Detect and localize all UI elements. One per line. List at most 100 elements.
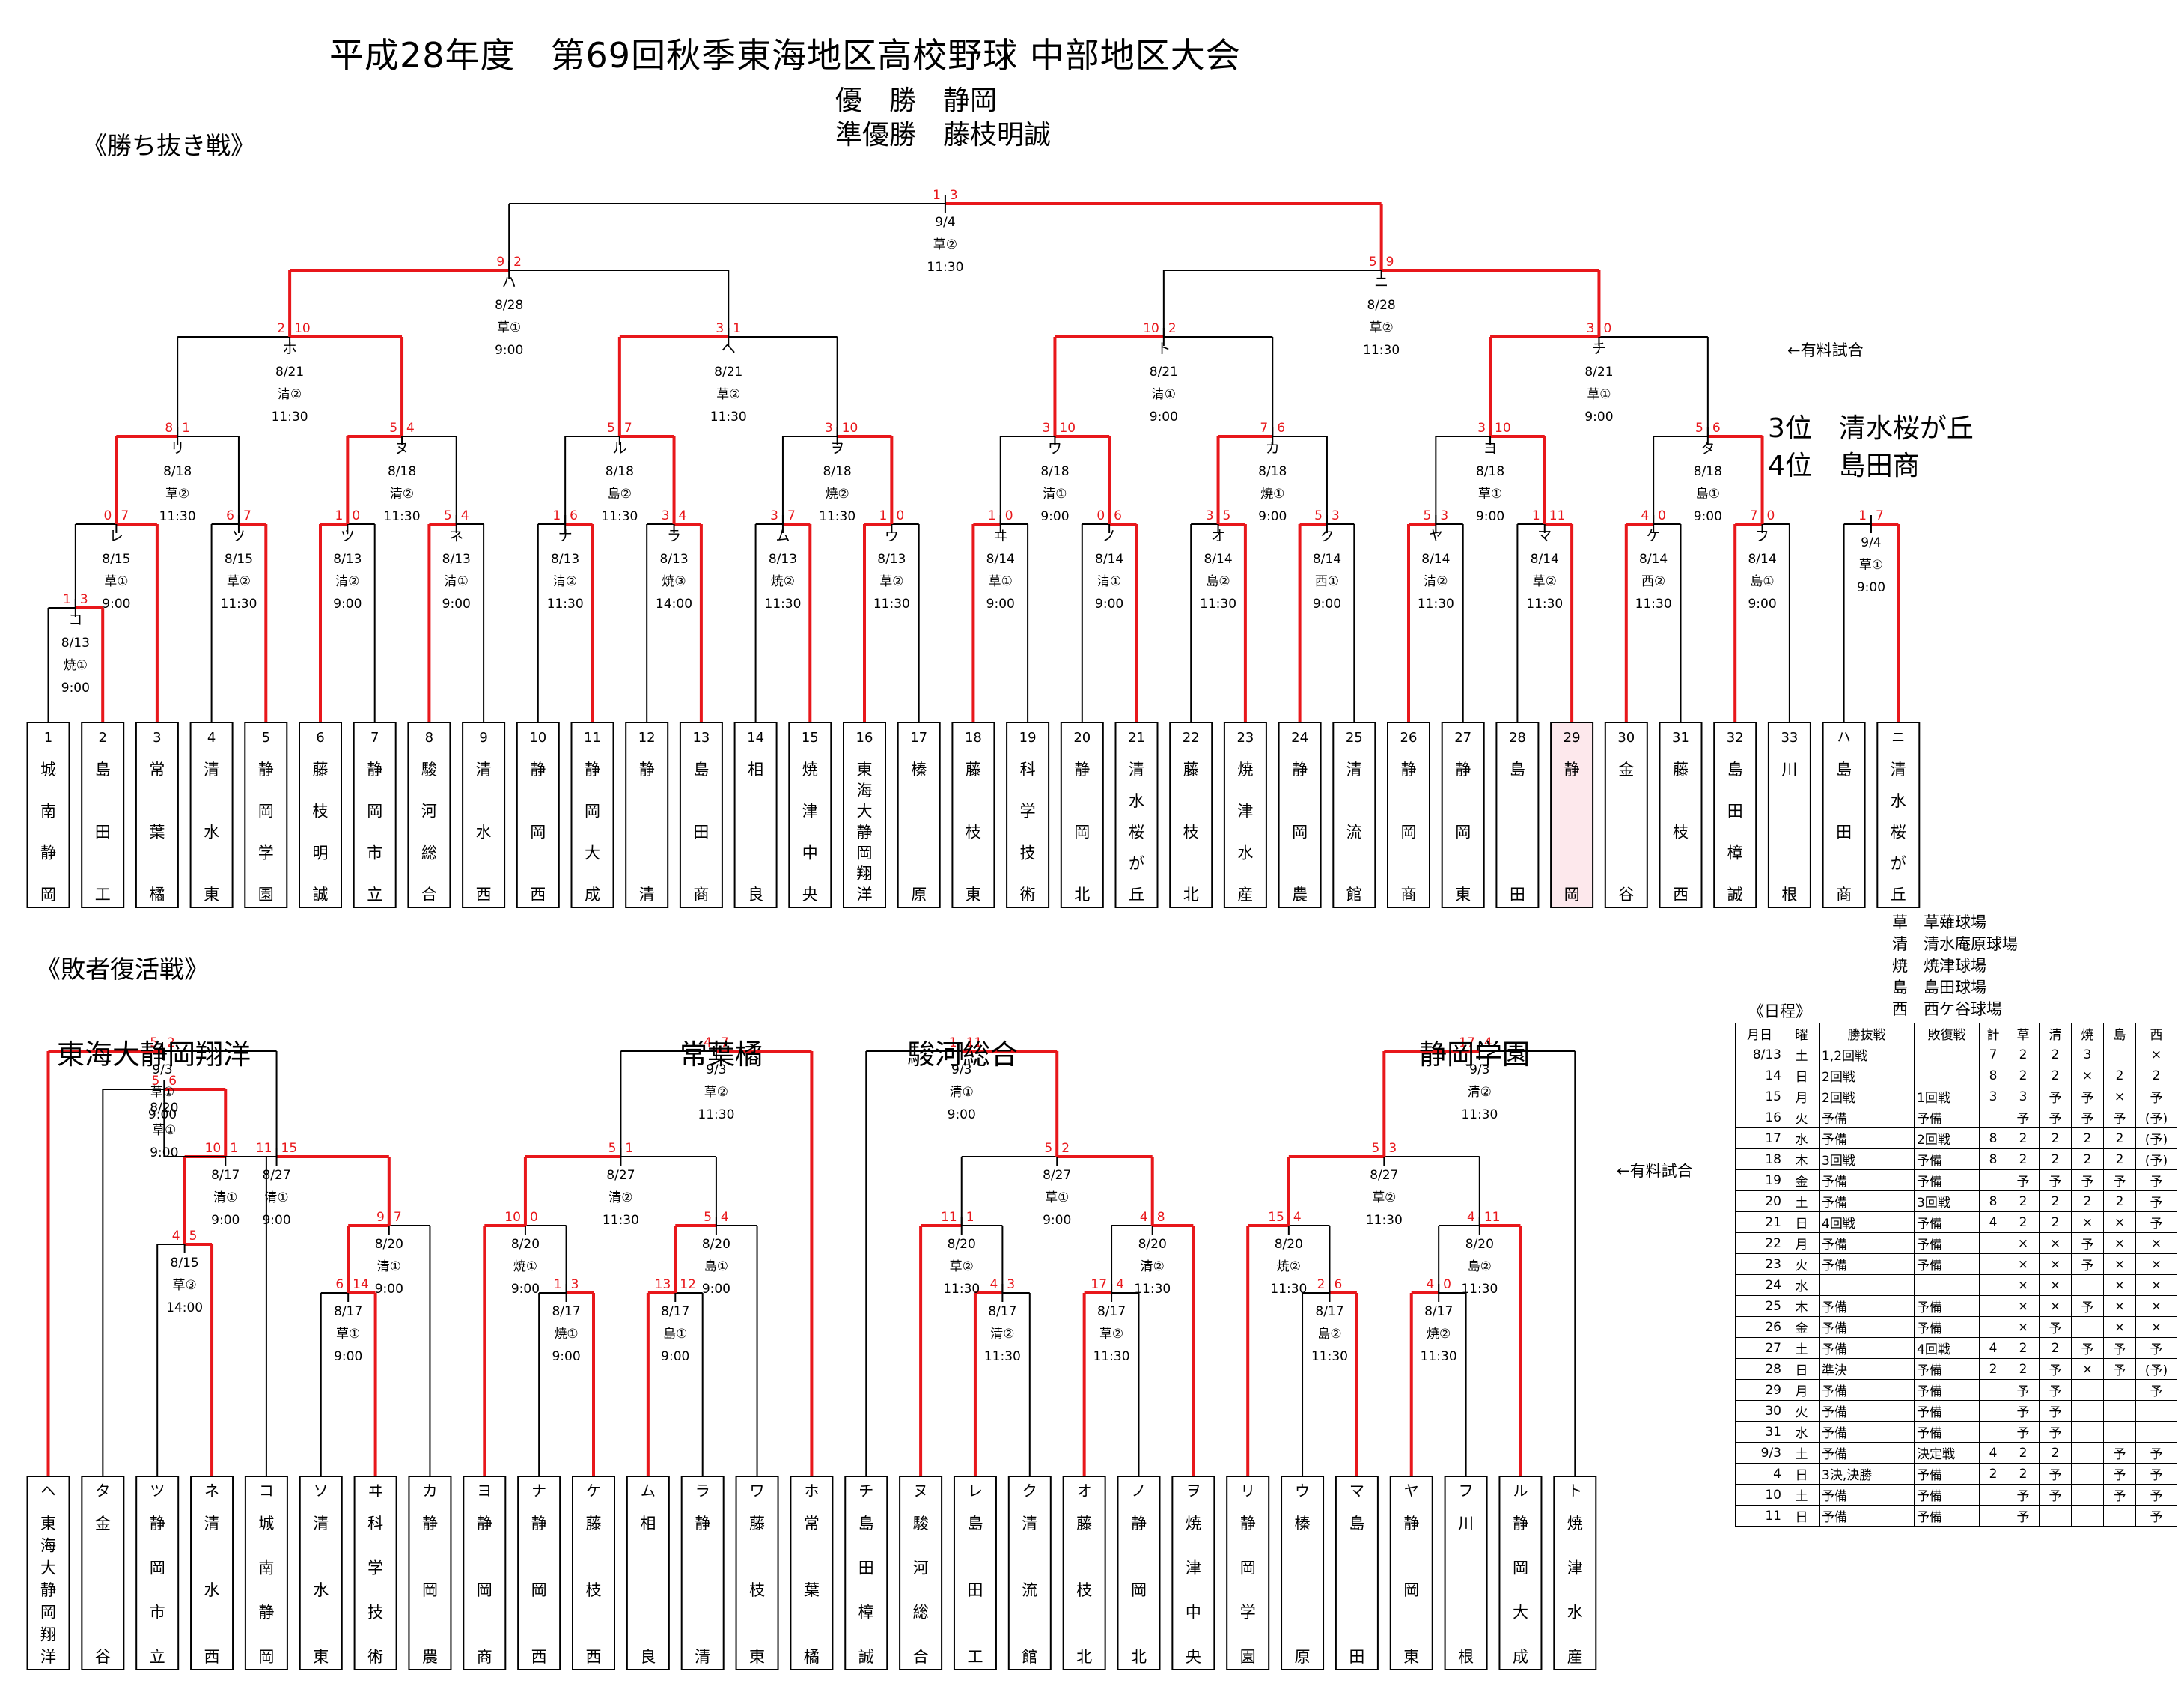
game-id: ニ — [1374, 274, 1388, 290]
team-name-char: 樟 — [1727, 844, 1743, 862]
team-name-char: 枝 — [1183, 824, 1199, 842]
schedule-cell: 4回戦 — [1914, 1337, 1980, 1359]
schedule-cell: 予備 — [1914, 1379, 1980, 1401]
score-right: 1 — [230, 1141, 238, 1156]
game-venue: 清① — [445, 574, 469, 589]
team-box — [572, 1476, 615, 1670]
game-date: 8/17 — [661, 1304, 689, 1319]
team-name-char: 東 — [1403, 1648, 1419, 1666]
team-number: ラ — [695, 1482, 710, 1500]
schedule-cell: 土 — [1784, 1442, 1820, 1464]
team-name-char: 立 — [150, 1648, 165, 1666]
team-number: ハ — [1837, 730, 1851, 746]
team-name-char: 津 — [1186, 1559, 1201, 1577]
schedule-cell: (予) — [2135, 1358, 2177, 1380]
team-name-char: 岡 — [40, 1604, 56, 1622]
schedule-cell: 予備 — [1819, 1127, 1915, 1149]
schedule-cell: × — [2135, 1295, 2177, 1317]
team-name-char: 岡 — [422, 1581, 438, 1599]
schedule-cell: 予 — [2039, 1463, 2072, 1485]
team-name-char: 北 — [1074, 886, 1090, 904]
game-venue: 清② — [390, 487, 414, 502]
game-date: 9/3 — [706, 1062, 726, 1077]
game-id: ツ — [341, 528, 355, 544]
game-time: 9:00 — [1095, 597, 1123, 612]
score-right: 2 — [1168, 321, 1177, 336]
score-left: 5 — [1044, 1141, 1052, 1156]
schedule-cell: × — [2007, 1316, 2040, 1338]
team-name-char: 農 — [1292, 886, 1308, 904]
game-id: ホ — [283, 341, 297, 357]
schedule-cell: 予 — [2039, 1169, 2072, 1191]
team-name-char: 合 — [421, 886, 437, 904]
score-left: 1 — [1532, 508, 1540, 523]
game-date: 8/14 — [1639, 552, 1668, 567]
team-name-char: 東 — [749, 1648, 765, 1666]
schedule-cell: 20 — [1735, 1190, 1784, 1212]
score-right: 0 — [1658, 508, 1666, 523]
score-left: 4 — [1140, 1210, 1148, 1225]
team-name-char: 誠 — [1727, 886, 1743, 904]
schedule-cell — [1979, 1295, 2007, 1317]
team-number: 15 — [802, 730, 819, 746]
team-name-char: 津 — [802, 803, 818, 821]
game-id: ヨ — [1483, 440, 1498, 457]
score-right: 7 — [787, 508, 796, 523]
team-box — [953, 1476, 997, 1670]
team-number: 16 — [856, 730, 873, 746]
score-left: 6 — [226, 508, 234, 523]
game-time: 11:30 — [943, 1282, 980, 1297]
game-time: 14:00 — [656, 597, 692, 612]
schedule-cell: 予備 — [1819, 1442, 1915, 1464]
team-box — [735, 1476, 779, 1670]
team-name-char: 静 — [695, 1515, 710, 1533]
schedule-cell: 2回戦 — [1914, 1127, 1980, 1149]
game-time: 11:30 — [1366, 1213, 1403, 1228]
schedule-cell: 予備 — [1819, 1295, 1915, 1317]
runner-up-label: 準優勝 — [835, 120, 917, 150]
schedule-cell: 予 — [2039, 1484, 2072, 1506]
team-number: ヲ — [1186, 1482, 1201, 1500]
schedule-cell: 予備 — [1914, 1316, 1980, 1338]
schedule-cell — [2135, 1421, 2177, 1443]
game-venue: 焼② — [826, 487, 849, 502]
schedule-cell — [1979, 1253, 2007, 1275]
team-box — [1060, 722, 1104, 908]
game-venue: 草② — [950, 1259, 974, 1274]
score-right: 0 — [896, 508, 904, 523]
team-name-char: 静 — [367, 761, 382, 779]
team-box — [1389, 1476, 1433, 1670]
score-left: 2 — [1317, 1277, 1326, 1292]
schedule-cell: 予 — [2039, 1358, 2072, 1380]
game-time: 11:30 — [819, 509, 855, 524]
schedule-cell — [2071, 1316, 2104, 1338]
qualifier-name: 静岡学園 — [1419, 1038, 1530, 1071]
team-name-char: 静 — [1292, 761, 1308, 779]
schedule-cell: × — [2135, 1274, 2177, 1296]
score-right: 2 — [513, 255, 522, 270]
game-time: 9:00 — [1857, 580, 1885, 595]
game-id: タ — [1700, 440, 1715, 457]
schedule-header-cell: 草 — [2007, 1023, 2040, 1044]
score-left: 1 — [879, 508, 888, 523]
schedule-cell: 予 — [2071, 1295, 2104, 1317]
game-id: ケ — [1647, 528, 1661, 544]
game-venue: 清② — [335, 574, 359, 589]
team-name-char: 東 — [857, 761, 873, 779]
team-number: ヤ — [1404, 1482, 1419, 1500]
team-name-char: 南 — [258, 1559, 274, 1577]
team-name-char: 静 — [1240, 1515, 1256, 1533]
score-left: 5 — [150, 1035, 158, 1050]
schedule-cell: 2 — [2039, 1442, 2072, 1464]
team-number: ケ — [586, 1482, 601, 1500]
team-name-char: 津 — [1237, 803, 1253, 821]
team-name-char: 商 — [1401, 886, 1417, 904]
game-time: 11:30 — [1526, 597, 1563, 612]
schedule-cell: 予 — [2135, 1337, 2177, 1359]
game-time: 9:00 — [211, 1213, 240, 1228]
schedule-cell: 9/3 — [1735, 1442, 1784, 1464]
schedule-cell — [1979, 1169, 2007, 1191]
game-time: 9:00 — [702, 1282, 730, 1297]
